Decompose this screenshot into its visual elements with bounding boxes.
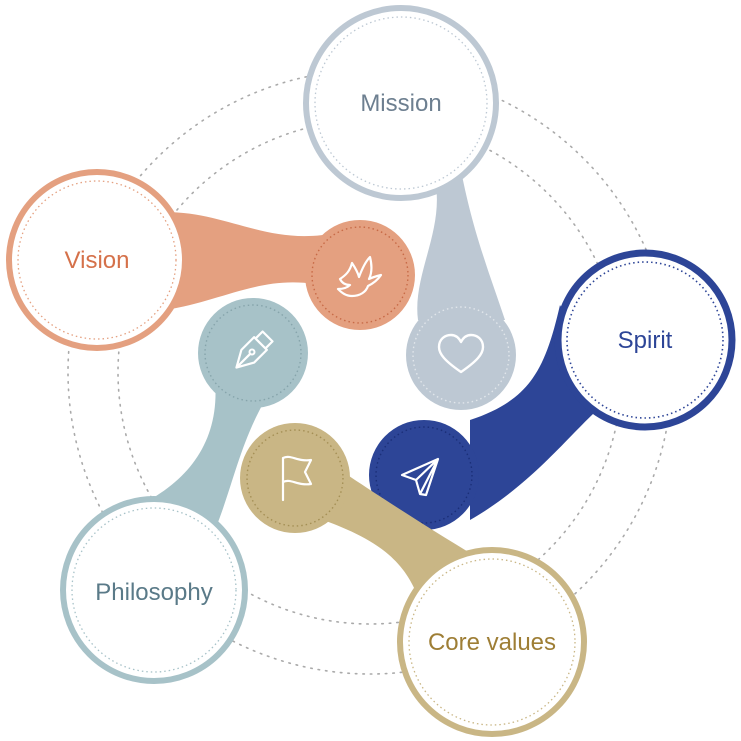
node-vision bbox=[6, 169, 415, 351]
node-philosophy bbox=[60, 298, 308, 684]
mission-connector bbox=[417, 165, 505, 320]
core-values-main-circle bbox=[397, 547, 587, 737]
philosophy-icon-circle bbox=[198, 298, 308, 408]
fountain-pen-icon bbox=[235, 330, 274, 369]
philosophy-label: Philosophy bbox=[95, 579, 212, 606]
spirit-icon-ring bbox=[375, 426, 473, 524]
node-spirit bbox=[369, 249, 736, 530]
philosophy-icon-ring bbox=[204, 304, 302, 402]
mission-icon-ring bbox=[412, 306, 510, 404]
vision-label: Vision bbox=[65, 247, 130, 274]
philosophy-connector bbox=[140, 380, 272, 530]
vision-connector bbox=[165, 212, 340, 310]
mission-label: Mission bbox=[360, 90, 441, 117]
mission-main-ring bbox=[314, 16, 488, 190]
spirit-main-ring bbox=[566, 261, 724, 419]
philosophy-main-ring bbox=[71, 507, 237, 673]
flag-icon bbox=[281, 455, 313, 502]
dove-icon bbox=[336, 255, 383, 298]
mission-icon-circle bbox=[406, 300, 516, 410]
node-mission bbox=[303, 5, 516, 410]
mission-main-circle bbox=[303, 5, 499, 201]
vision-main-ring bbox=[17, 180, 177, 340]
vision-icon-ring bbox=[311, 226, 409, 324]
heart-icon bbox=[437, 333, 485, 374]
philosophy-main-circle bbox=[60, 496, 248, 684]
vision-main-circle bbox=[6, 169, 188, 351]
spirit-main-circle bbox=[554, 249, 736, 431]
core-values-label: Core values bbox=[428, 629, 556, 656]
node-core-values bbox=[240, 423, 587, 737]
spirit-icon-circle bbox=[369, 420, 479, 530]
core-values-icon-ring bbox=[246, 429, 344, 527]
core-values-icon-circle bbox=[240, 423, 350, 533]
paper-plane-icon bbox=[400, 457, 440, 497]
core-values-main-ring bbox=[408, 558, 576, 726]
spirit-label: Spirit bbox=[618, 327, 673, 354]
